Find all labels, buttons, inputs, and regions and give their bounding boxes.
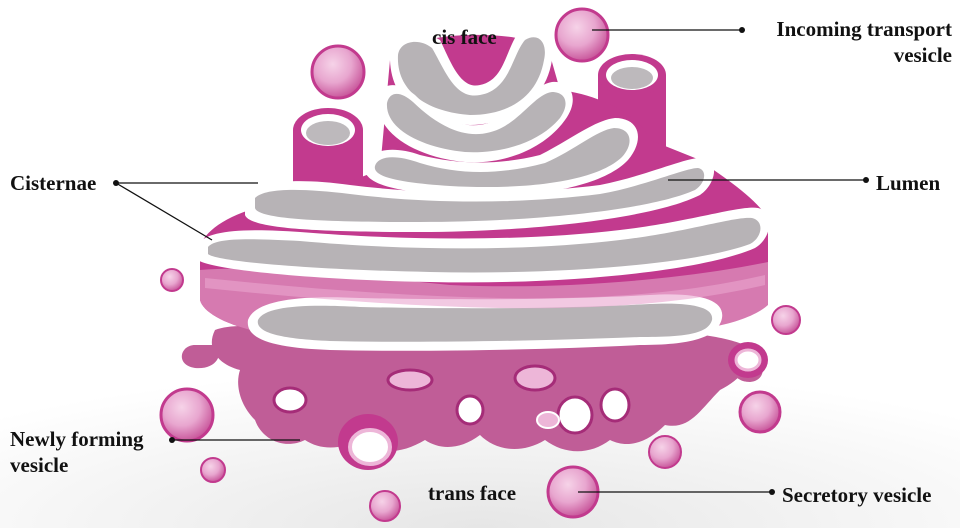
lumen (208, 217, 761, 273)
cisternae-stack (198, 26, 770, 351)
leader-dot (113, 180, 119, 186)
leader-lines (115, 29, 866, 493)
lumen (397, 37, 545, 116)
lobe (181, 345, 219, 369)
newly-forming-vesicle-shape (338, 414, 398, 470)
highlight (205, 275, 765, 309)
tube-lumen (306, 121, 350, 145)
incoming-transport-vesicle-label: Incoming transport vesicle (748, 16, 952, 68)
fenestration (272, 386, 308, 414)
incoming-transport-vesicle (554, 7, 610, 63)
newly-label-line2: vesicle (10, 453, 69, 477)
tube-lumen (611, 67, 653, 89)
lumen (386, 92, 566, 153)
cis-face-label: cis face (432, 25, 497, 49)
lumen (257, 303, 713, 342)
fenestration (536, 411, 560, 429)
fenestration (386, 368, 434, 392)
newly-label-line1: Newly forming (10, 427, 144, 451)
vesicle (648, 435, 682, 469)
incoming-label-line1: Incoming transport (776, 17, 952, 41)
newly-forming-vesicle-label: Newly forming vesicle (10, 426, 144, 478)
ring-vesicle-inner (734, 348, 762, 372)
lumen-label: Lumen (876, 171, 941, 195)
leader-dot (739, 27, 745, 33)
incoming-label-line2: vesicle (893, 43, 952, 67)
vesicle (160, 268, 184, 292)
cisternae-label: Cisternae (10, 171, 97, 195)
vesicle (310, 44, 366, 100)
fenestration (556, 395, 594, 435)
leader-dot (169, 437, 175, 443)
vesicle (200, 457, 226, 483)
fenestration (599, 387, 631, 423)
vesicle (159, 387, 215, 443)
free-vesicles (159, 7, 801, 522)
leader-dots (113, 27, 869, 495)
leader-dot (863, 177, 869, 183)
forming-vesicle-inner (348, 428, 392, 466)
vesicle (369, 490, 401, 522)
trans-network (181, 325, 763, 452)
leader-dot (769, 489, 775, 495)
secretory-vesicle-label: Secretory vesicle (782, 483, 932, 507)
leader-cisternae-2 (115, 182, 213, 241)
trans-face-label: trans face (428, 481, 517, 505)
vesicle (738, 390, 782, 434)
lumen (374, 128, 630, 188)
vesicle (771, 305, 801, 335)
fenestration (455, 394, 485, 426)
lumen (255, 168, 705, 222)
fenestration (513, 364, 557, 392)
